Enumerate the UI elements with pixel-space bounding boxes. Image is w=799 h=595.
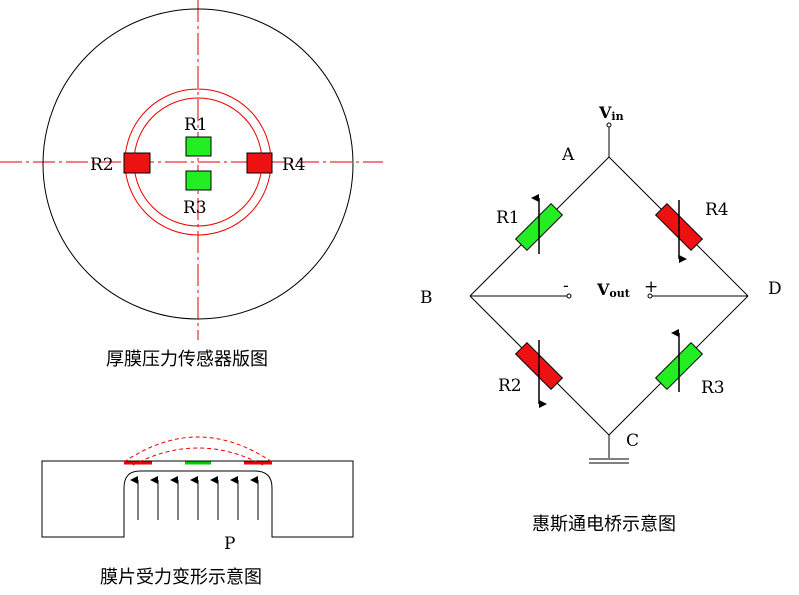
pressure-arrows xyxy=(130,476,259,520)
bridge-r4-label: R4 xyxy=(705,200,729,220)
resistor-r2-pad xyxy=(123,152,151,174)
caption-wheatstone-bridge: 惠斯通电桥示意图 xyxy=(532,514,676,535)
vout-plus-sign: + xyxy=(644,277,658,297)
vout-minus-sign: - xyxy=(563,276,569,296)
vout-terminal-minus xyxy=(566,293,572,299)
bridge-r2-label: R2 xyxy=(498,376,522,396)
vout-terminal-plus xyxy=(647,293,653,299)
sensor-body-outline xyxy=(41,460,354,538)
bridge-r3-label: R3 xyxy=(701,378,725,398)
outer-diaphragm-circle xyxy=(42,8,354,320)
node-d-label: D xyxy=(768,279,782,299)
node-a-label: A xyxy=(561,145,575,165)
caption-diaphragm-deformation: 膜片受力变形示意图 xyxy=(100,567,262,588)
pressure-label: P xyxy=(224,534,235,554)
node-c-label: C xyxy=(626,431,639,451)
top-r2-label: R2 xyxy=(90,155,114,175)
bridge-r1-label: R1 xyxy=(496,208,520,228)
deformation-arc-outer xyxy=(123,436,273,463)
resistor-r3-pad xyxy=(185,170,212,191)
top-view-layout: R1 R3 R2 R4 厚膜压力传感器版图 xyxy=(0,0,383,370)
vout-label: Vout xyxy=(596,280,631,300)
vin-terminal xyxy=(606,122,612,128)
deformation-arc-inner xyxy=(132,447,264,466)
resistor-r1-pad xyxy=(185,136,212,157)
wheatstone-bridge: Vin - + Vout xyxy=(420,103,782,535)
top-r1-label: R1 xyxy=(184,115,208,135)
caption-thick-film-layout: 厚膜压力传感器版图 xyxy=(106,349,268,370)
vin-label: Vin xyxy=(598,103,624,123)
top-r3-label: R3 xyxy=(183,198,207,218)
node-b-label: B xyxy=(420,288,433,308)
resistor-r4-pad xyxy=(246,152,273,174)
side-view-deformation: P 膜片受力变形示意图 xyxy=(41,436,354,588)
top-r4-label: R4 xyxy=(282,155,306,175)
